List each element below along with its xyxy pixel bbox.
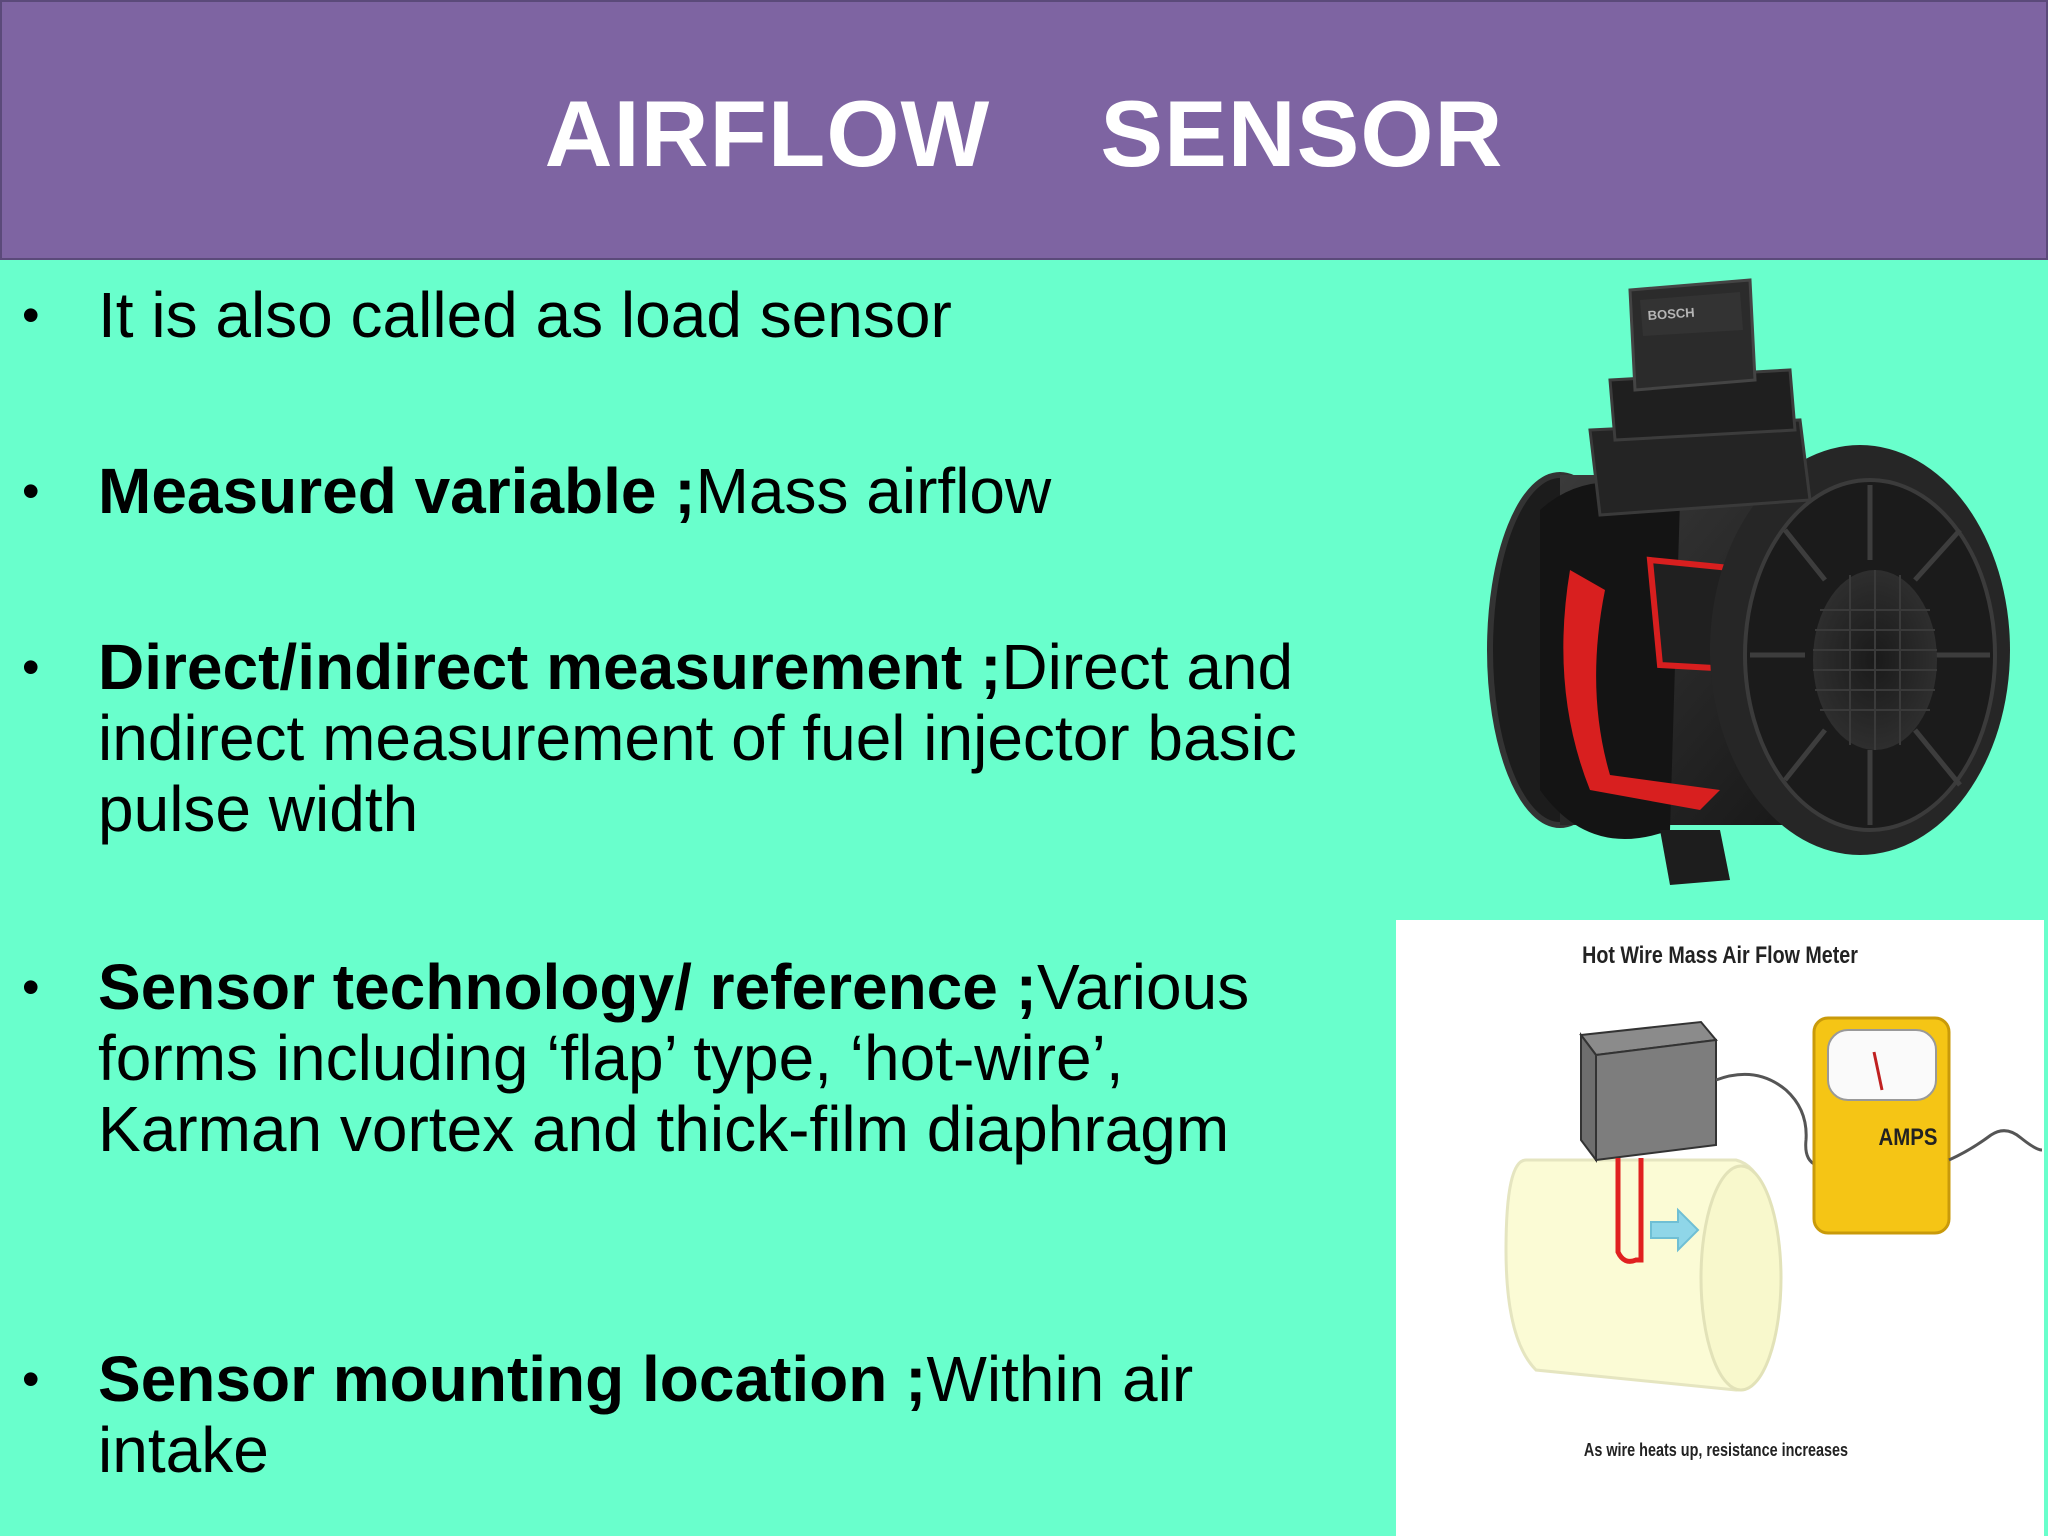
meter-amps-label: AMPS: [1878, 1124, 1938, 1151]
bullet-dot-icon: •: [22, 959, 40, 1015]
hot-wire-illustration: [1504, 1016, 2043, 1392]
bullet-dot-icon: •: [22, 1351, 40, 1407]
bullet-text: Direct/indirect measurement ;Direct and …: [98, 632, 1358, 845]
bullet-text: It is also called as load sensor: [98, 280, 1388, 351]
bullet-bold-label: Measured variable ;: [98, 455, 696, 527]
title-bar: AIRFLOW SENSOR: [0, 0, 2048, 260]
bullet-text: Measured variable ;Mass airflow: [98, 456, 1388, 527]
bullet-list: • It is also called as load sensor • Mea…: [22, 280, 1388, 1486]
diagram-title: Hot Wire Mass Air Flow Meter: [1582, 942, 1858, 969]
bullet-bold-label: Sensor mounting location ;: [98, 1343, 927, 1415]
diagram-caption: As wire heats up, resistance increases: [1583, 1440, 1849, 1460]
bullet-text: Sensor technology/ reference ;Various fo…: [98, 952, 1358, 1165]
bullet-value: Various forms including ‘flap’ type, ‘ho…: [98, 951, 1250, 1165]
slide-title: AIRFLOW SENSOR: [544, 81, 1504, 186]
bullet-bold-label: Sensor technology/ reference ;: [98, 951, 1037, 1023]
bullet-bold-label: Direct/indirect measurement ;: [98, 631, 1002, 703]
bullet-dot-icon: •: [22, 639, 40, 695]
bullet-dot-icon: •: [22, 463, 40, 519]
mass-airflow-sensor-image: BOSCH: [1487, 278, 2010, 885]
bullet-value: Within air intake: [98, 1343, 1194, 1486]
bullet-text: Sensor mounting location ;Within air int…: [98, 1344, 1278, 1486]
hot-wire-diagram: Hot Wire Mass Air Flow Meter AMPS As wir…: [1396, 920, 2044, 1536]
bullet-value: It is also called as load sensor: [98, 279, 952, 351]
bosch-logo-text: BOSCH: [1647, 305, 1695, 323]
bullet-value: Mass airflow: [695, 455, 1052, 527]
bullet-dot-icon: •: [22, 287, 40, 343]
bullet-value: Direct and indirect measurement of fuel …: [98, 631, 1297, 845]
